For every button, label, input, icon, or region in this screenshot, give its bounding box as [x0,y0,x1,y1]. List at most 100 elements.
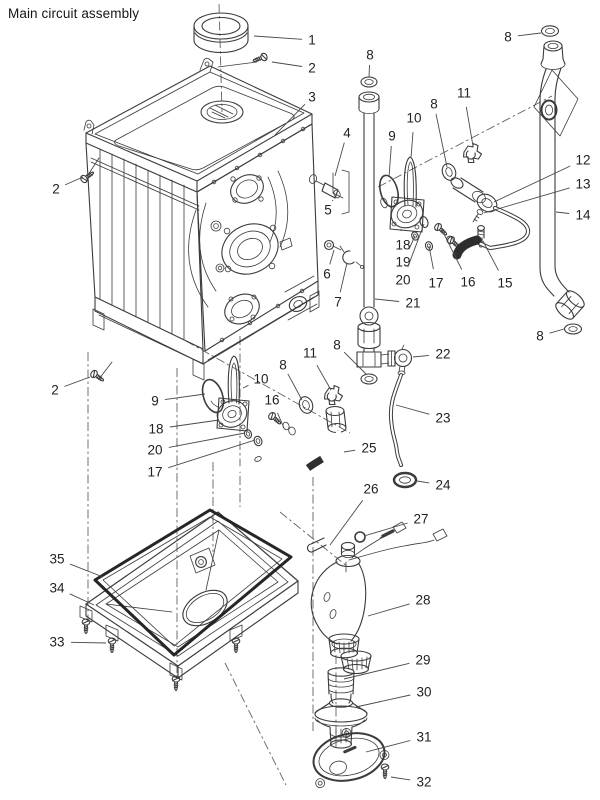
water-pipe-assembly [356,76,390,385]
seal-ring [540,25,560,37]
leader-line [435,113,448,168]
part-number-label: 9 [151,394,159,409]
leader-line [343,351,367,375]
part-number-label: 6 [323,267,331,282]
union-tube [450,177,531,260]
screw-13 [476,209,484,215]
leader-line [465,106,474,147]
leader-line [287,373,303,401]
leader-line [410,131,414,159]
leader-line [482,240,499,271]
leader-line [368,64,370,78]
washer [243,429,253,439]
part-number-label: 33 [49,635,64,650]
leader-line [483,187,570,214]
part-number-label: 16 [264,393,279,408]
leader-line [395,404,430,415]
small-o-ring [419,216,429,228]
pump-head-upper [379,156,485,252]
pump-head-lower [201,355,347,447]
part-number-label: 32 [416,775,431,790]
seal-washer [563,323,583,335]
part-number-label: 5 [324,203,332,218]
seal-washer [441,163,457,181]
part-number-label: 17 [147,465,162,480]
leader-line [343,662,410,680]
base-pan-group [79,508,299,692]
sensor-and-bracket [308,169,350,215]
fixing-screws [78,51,269,385]
nut [253,435,263,447]
knurled-nut [328,633,360,659]
leader-line [390,776,411,781]
callout-layer: 1234567888888991010111112131415161718192… [49,30,591,790]
heat-exchanger-box [83,57,320,381]
part-number-label: 20 [147,443,162,458]
leader-line [388,145,392,178]
drain-valve-group [387,344,418,489]
part-number-label: 8 [279,358,287,373]
union-nut [325,405,347,434]
knurled-nut [340,650,372,675]
base-tray [92,280,320,381]
seal-washer [360,76,378,88]
part-number-label: 21 [405,296,420,311]
part-number-label: 11 [303,346,317,361]
part-number-label: 27 [413,512,428,527]
part-number-label: 7 [334,295,342,310]
leader-line [334,142,345,177]
hose-ring [392,471,418,489]
leader-line [408,235,416,250]
small-o-ring [354,531,366,543]
leader-line [64,376,91,387]
leader-line [70,641,107,644]
leader-line [274,103,306,136]
mounting-plate [533,69,579,137]
part-number-label: 11 [457,86,471,101]
part-number-label: 18 [148,422,163,437]
burner-sight-port [221,223,293,275]
part-number-label: 28 [415,593,430,608]
part-number-label: 16 [460,275,475,290]
part-number-label: 20 [395,273,410,288]
leader-line [329,500,364,546]
part-number-label: 34 [49,581,65,596]
leader-line [329,249,335,265]
part-number-label: 30 [416,685,431,700]
part-number-label: 1 [308,33,316,48]
base-pan [79,511,299,681]
part-number-label: 8 [536,329,544,344]
leader-line [549,328,565,334]
leader-line [164,393,206,401]
part-number-label: 4 [343,126,351,141]
retaining-clip [323,384,344,406]
leader-line [168,432,246,448]
leader-line [355,694,411,708]
part-number-label: 26 [363,482,378,497]
cover-plate [312,728,390,789]
part-number-label: 13 [575,177,590,192]
leader-line [242,384,249,389]
part-number-label: 31 [416,730,431,745]
part-number-label: 24 [435,478,451,493]
washer [411,231,419,241]
part-number-label: 10 [406,111,421,126]
leader-line [271,61,303,67]
pan-gasket [93,508,293,657]
part-number-label: 29 [415,653,430,668]
o-ring [379,174,399,208]
part-number-label: 12 [575,153,590,168]
part-number-label: 8 [366,48,374,63]
part-number-label: 18 [395,238,410,253]
leader-line [277,412,285,429]
leader-line [374,298,400,302]
part-number-label: 14 [575,208,591,223]
leader-line [64,176,84,186]
leader-line [493,165,571,203]
o-ring [201,378,225,414]
grommet [540,99,558,121]
air-vent [359,306,379,326]
part-number-label: 2 [52,182,60,197]
page-title: Main circuit assembly [8,6,140,21]
